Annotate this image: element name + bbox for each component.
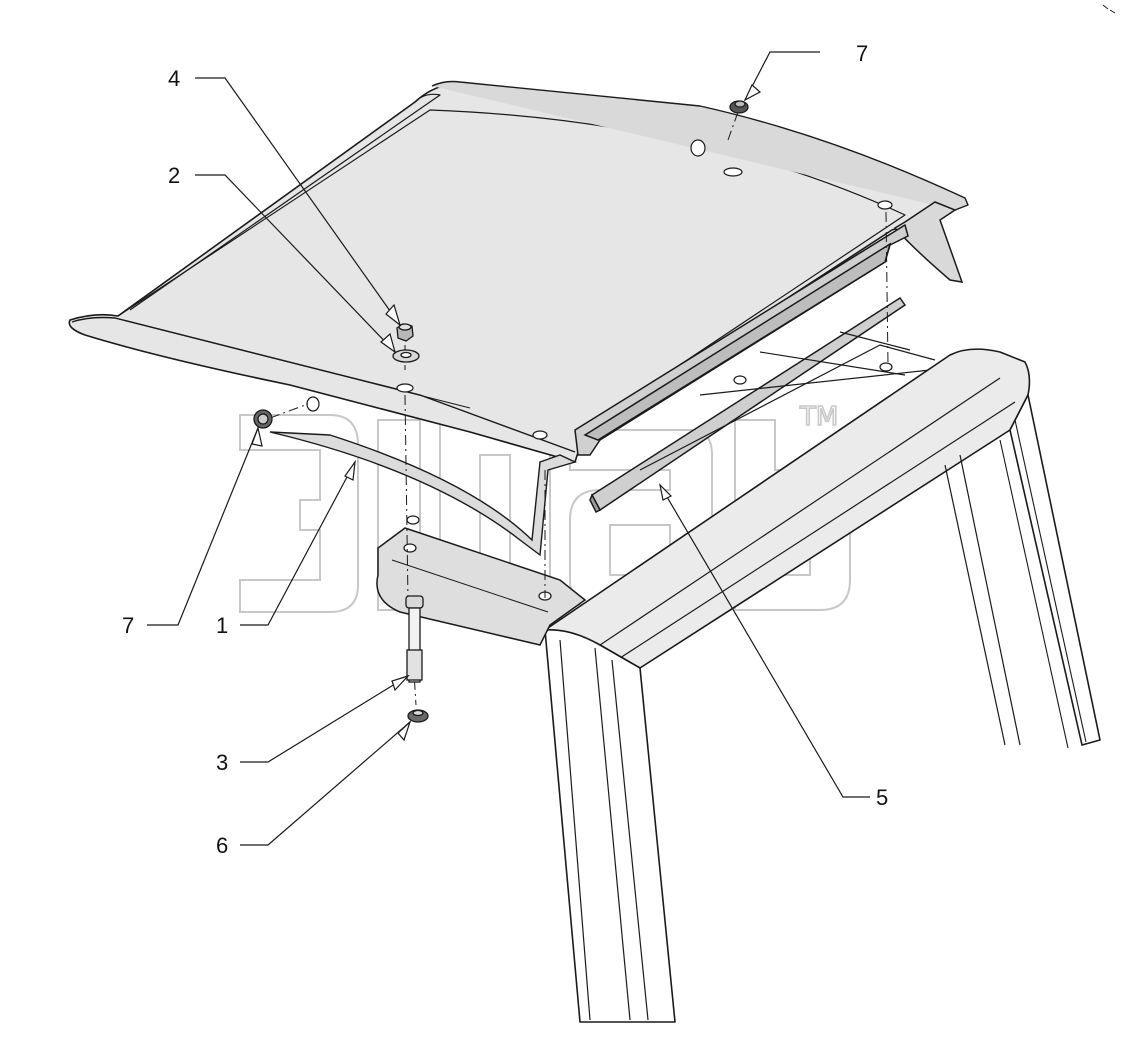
rear-side-fin	[893, 201, 964, 283]
hex-nut	[396, 323, 414, 342]
flat-washer	[392, 349, 420, 363]
front-support-bracket	[269, 431, 577, 557]
roof-cross-members	[639, 331, 936, 471]
leader-arrowheads	[251, 84, 762, 742]
mounting-holes	[306, 139, 893, 601]
leader-lines	[147, 51, 870, 846]
seal-strip	[589, 296, 907, 514]
cab-frame	[544, 348, 1101, 1023]
callout-7-rear: 7	[856, 41, 868, 66]
callout-1: 1	[216, 613, 228, 638]
assembly-axes	[269, 111, 889, 706]
callout-5: 5	[876, 785, 888, 810]
corner-mark-icon	[1102, 4, 1116, 14]
callout-4: 4	[168, 66, 180, 91]
callout-6: 6	[216, 833, 228, 858]
cap-screw	[405, 595, 424, 683]
lower-mounting-bracket	[376, 527, 587, 646]
rubber-plug-front	[253, 409, 273, 429]
callout-3: 3	[216, 750, 228, 775]
rubber-plug-rear	[729, 100, 749, 114]
trademark-mark: TM	[799, 402, 838, 432]
callout-2: 2	[168, 163, 180, 188]
callout-7-front: 7	[122, 613, 134, 638]
spring-washer	[407, 709, 429, 723]
seal-strip-channel	[574, 223, 909, 456]
